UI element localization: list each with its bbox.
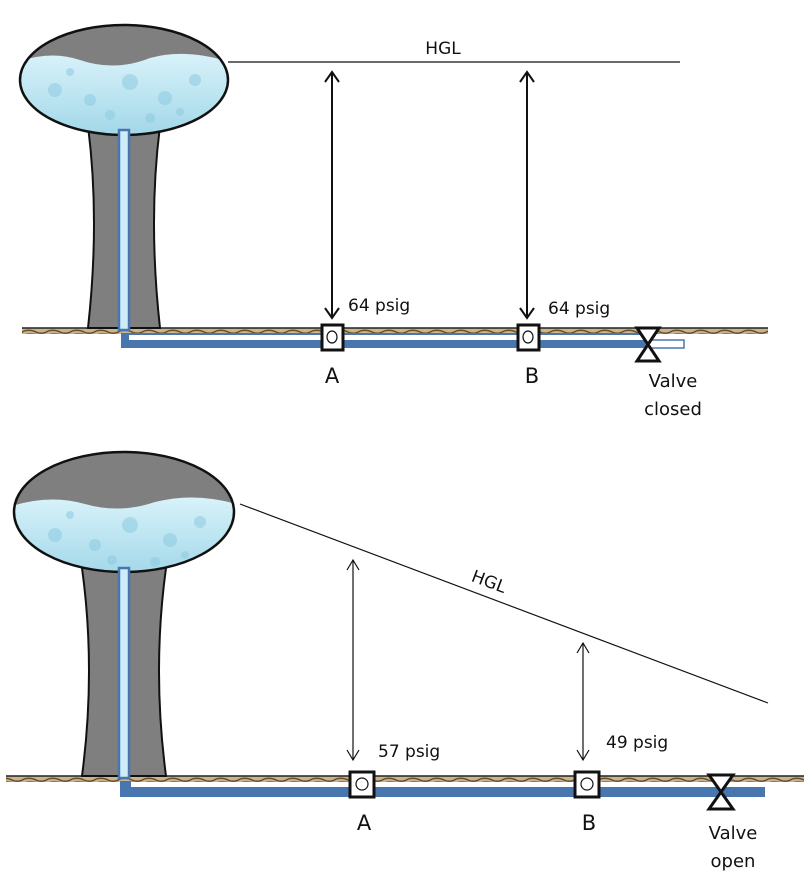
water-tank	[18, 23, 230, 137]
point-label-a: A	[357, 811, 372, 835]
ground	[22, 328, 768, 334]
valve-label-line1: Valve	[709, 823, 758, 844]
pressure-label-b: 49 psig	[606, 733, 668, 753]
valve-label-line2: open	[711, 851, 756, 872]
valve-label-line2: closed	[644, 399, 702, 420]
pressure-label-b: 64 psig	[548, 299, 610, 319]
pressure-arrow-b	[519, 70, 535, 320]
hgl-label: HGL	[469, 567, 510, 598]
gauge-a	[320, 323, 345, 352]
main-pipe	[120, 781, 765, 797]
point-label-a: A	[325, 364, 340, 388]
point-label-b: B	[582, 811, 596, 835]
pressure-arrow-a	[324, 70, 340, 320]
valve-label-line1: Valve	[649, 371, 698, 392]
pipe-beyond-valve	[647, 339, 685, 349]
hgl-line	[239, 503, 769, 704]
riser-pipe	[117, 566, 131, 780]
gauge-b	[573, 770, 601, 799]
diagram-valve-open: HGL 57 psig 49 psig A B Valve open	[6, 450, 804, 872]
pressure-label-a: 64 psig	[348, 296, 410, 316]
water-tank	[12, 450, 236, 574]
gauge-b	[516, 323, 541, 352]
pressure-arrow-b	[576, 641, 590, 762]
hgl-label: HGL	[425, 39, 461, 59]
pressure-arrow-a	[346, 558, 360, 762]
pressure-label-a: 57 psig	[378, 742, 440, 762]
gauge-a	[348, 770, 376, 799]
valve-closed-icon	[634, 326, 662, 363]
riser-pipe	[117, 128, 131, 332]
point-label-b: B	[525, 364, 539, 388]
diagram-valve-closed: HGL 64 psig 64 psig A B Valve	[18, 23, 768, 420]
ground	[6, 776, 804, 782]
valve-open-icon	[706, 773, 736, 811]
